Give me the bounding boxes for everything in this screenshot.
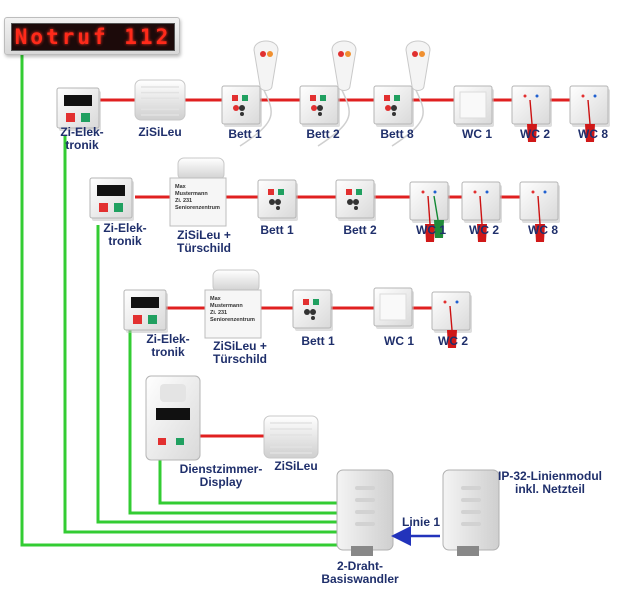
label-row2-room-electronics-line1: Zi-Elek- [103,221,147,235]
label-row1-room-electronics-line2: tronik [65,138,99,152]
label-basic-converter-line1: 2-Draht- [336,559,383,573]
bett-1-row2-icon [257,179,298,221]
wire-row-2 [96,225,340,524]
label-link: Linie 1 [401,515,440,529]
green-wiring [20,52,340,547]
label-row3-bett-1: Bett 1 [301,334,335,348]
label-row1-room-electronics-line1: Zi-Elek- [60,125,104,139]
doorplate-text: Mustermann [210,303,243,309]
label-row1-bett-2: Bett 2 [306,127,340,141]
doorplate-text: Seniorenzentrum [210,317,255,323]
room-electronics-row2-icon [89,177,134,221]
label-row2-zisileu-doorplate: ZiSiLeu + Türschild [168,229,240,255]
label-row3-room-electronics: Zi-Elek- tronik [138,333,198,359]
doorplate-text: Zi. 231 [175,198,192,204]
label-row2-room-electronics: Zi-Elek- tronik [95,222,155,248]
doorplate-text: Max [210,296,222,302]
label-row3-room-electronics-line2: tronik [151,345,185,359]
bett-1-row1-icon [221,85,262,127]
wire-row-1 [63,135,340,534]
label-row1-wc-2: WC 2 [520,127,550,141]
label-row3-zisileu-doorplate-line2: Türschild [212,352,267,366]
wire-display [20,52,340,547]
bett-1-row3-icon [292,289,333,331]
room-electronics-row1-icon [56,87,101,131]
led-display-text: Notruf 112 [14,25,172,49]
label-line-module: IP-32-Linienmodul inkl. Netzteil [484,470,616,496]
doorplate-text: Max [175,184,187,190]
label-nurse-station-display: Dienstzimmer- Display [176,463,266,489]
label-basic-converter: 2-Draht- Basiswandler [320,560,400,586]
wire-row-4 [158,460,340,505]
emergency-led-display: Notruf 112 [4,17,180,55]
zisileu-row4-icon [263,415,319,459]
doorplate-text: Seniorenzentrum [175,205,220,211]
bett-8-row1-icon [373,85,414,127]
doorplate-text: Mustermann [175,191,208,197]
bett-2-row2-icon [335,179,376,221]
label-row1-wc-8: WC 8 [578,127,608,141]
label-nurse-station-display-line2: Display [199,475,243,489]
label-row2-wc-8: WC 8 [528,223,558,237]
wc-1-row1-icon [453,85,494,127]
wc-2-row2-icon [461,181,502,242]
wc-1-row3-icon [373,287,414,329]
label-row1-room-electronics: Zi-Elek- tronik [52,126,112,152]
label-row4-zisileu: ZiSiLeu [274,459,318,473]
basic-converter-icon [336,469,394,556]
doorplate-text: Zi. 231 [210,310,227,316]
wc-8-row2-icon [519,181,560,242]
label-row1-bett-8: Bett 8 [380,127,414,141]
label-row1-wc-1: WC 1 [462,127,492,141]
line-module-icon [442,469,500,556]
wc-2-row3-icon [431,291,472,348]
label-row2-wc-2: WC 2 [469,223,499,237]
label-line-module-line1: IP-32-Linienmodul [497,469,602,483]
label-row2-zisileu-doorplate-line1: ZiSiLeu + [177,228,231,242]
label-row2-wc-1: WC 1 [416,223,446,237]
label-row3-zisileu-doorplate: ZiSiLeu + Türschild [204,340,276,366]
bett-1-row1-pear-icon [239,40,279,147]
label-row2-zisileu-doorplate-line2: Türschild [176,241,231,255]
label-basic-converter-line2: Basiswandler [321,572,399,586]
label-row3-zisileu-doorplate-line1: ZiSiLeu + [213,339,267,353]
nurse-station-display-icon [145,375,201,461]
wc-2-row1-icon [511,85,552,142]
label-row2-room-electronics-line2: tronik [108,234,142,248]
label-row3-room-electronics-line1: Zi-Elek- [146,332,190,346]
label-row2-bett-2: Bett 2 [343,223,377,237]
room-electronics-row3-icon [123,289,168,333]
label-row2-bett-1: Bett 1 [260,223,294,237]
wc-1-row2-icon [409,181,450,242]
label-row1-bett-1: Bett 1 [228,127,262,141]
bett-2-row1-icon [299,85,340,127]
label-nurse-station-display-line1: Dienstzimmer- [179,462,263,476]
wire-row-3 [128,325,340,515]
bett-2-row1-pear-icon [317,40,357,147]
led-screen: Notruf 112 [11,23,175,51]
label-row3-wc-1: WC 1 [384,334,414,348]
zisileu-row1-icon [134,79,186,121]
label-row3-wc-2: WC 2 [438,334,468,348]
wc-8-row1-icon [569,85,610,142]
label-row1-zisileu: ZiSiLeu [138,125,182,139]
bett-8-row1-pear-icon [391,40,431,147]
label-line-module-line2: inkl. Netzteil [514,482,585,496]
